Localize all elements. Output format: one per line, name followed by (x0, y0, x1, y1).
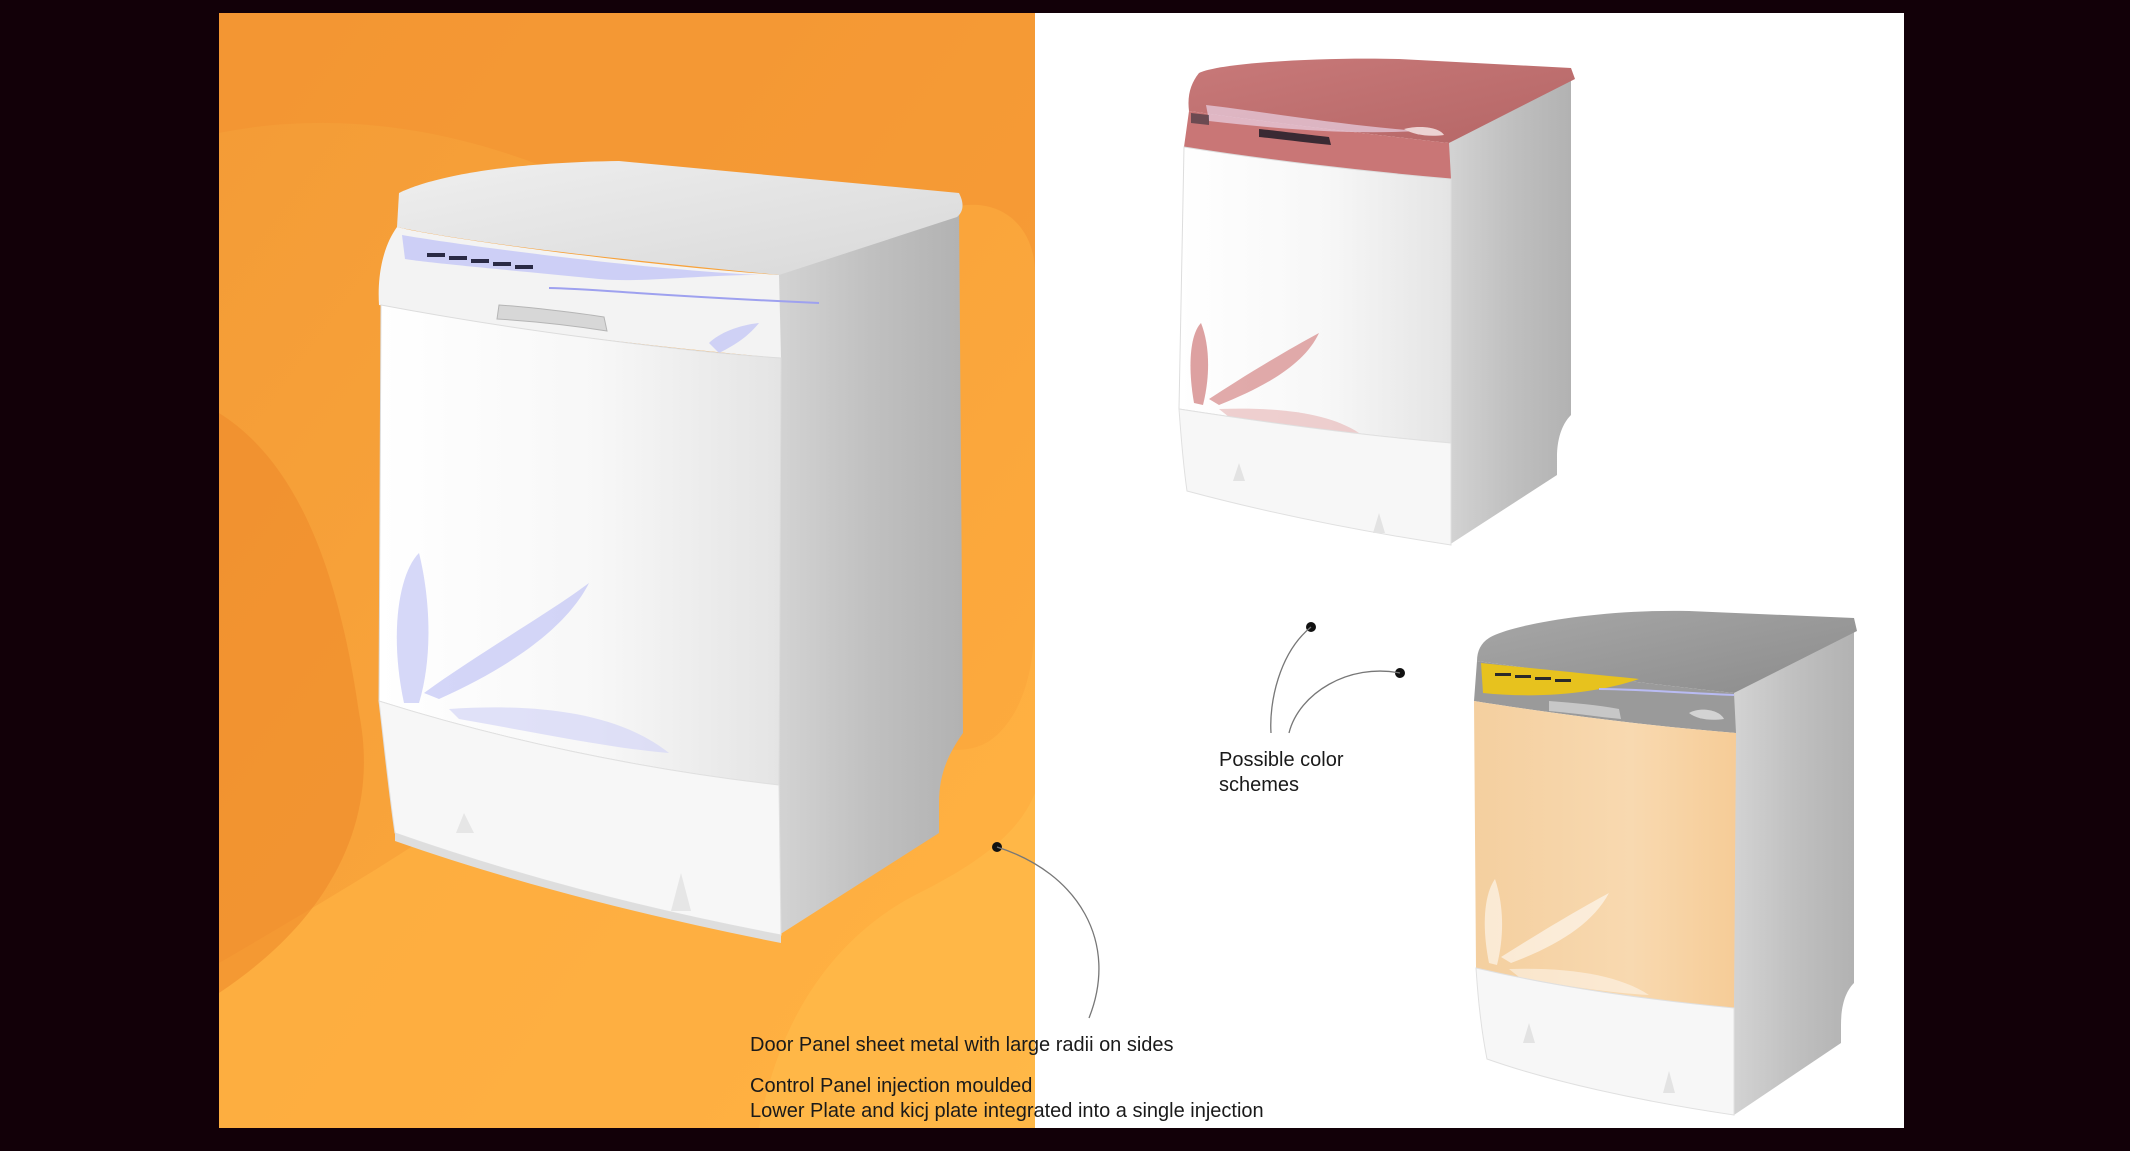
dishwasher-hero-render (378, 161, 963, 943)
note-door-panel: Door Panel sheet metal with large radii … (750, 1034, 1174, 1056)
callout-leader-line (992, 622, 1405, 1019)
design-notes: Door Panel sheet metal with large radii … (750, 1033, 1264, 1124)
note-control-panel: Control Panel injection moulded (750, 1075, 1033, 1097)
dishwasher-peach-variant (1474, 610, 1857, 1116)
color-schemes-label: Possible color schemes (1219, 748, 1344, 798)
color-schemes-line-1: Possible color (1219, 749, 1344, 771)
dishwasher-rose-variant (1178, 58, 1575, 546)
note-lower-plate: Lower Plate and kicj plate integrated in… (750, 1100, 1264, 1122)
color-schemes-line-2: schemes (1219, 774, 1300, 796)
render-canvas (219, 13, 1857, 1128)
design-board: Possible color schemes Door Panel sheet … (219, 13, 1904, 1128)
